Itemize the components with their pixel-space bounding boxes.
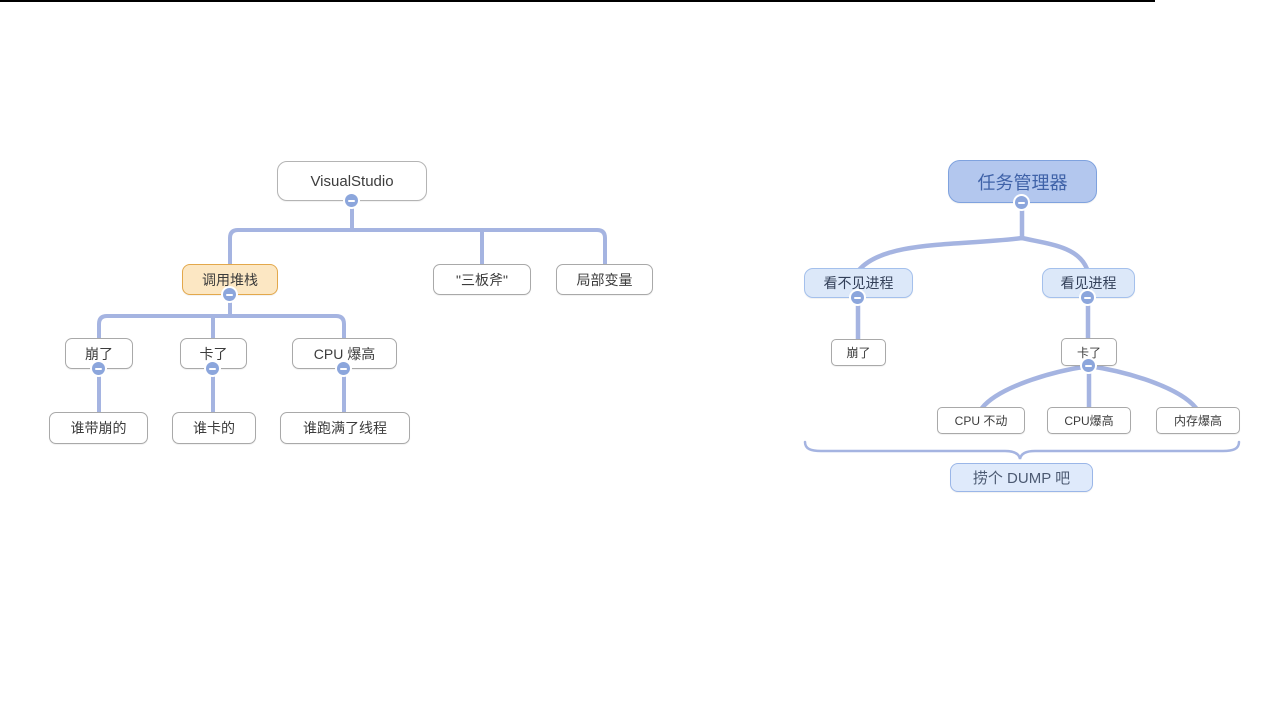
minus-icon: [209, 367, 216, 370]
collapse-button-cpu-high-left[interactable]: [337, 362, 350, 375]
node-mem-spike[interactable]: 内存爆高: [1156, 407, 1240, 434]
connector-stuck-to-mem-spike: [1086, 363, 1199, 411]
collapse-button-visualstudio[interactable]: [345, 194, 358, 207]
node-local-vars[interactable]: 局部变量: [556, 264, 653, 295]
node-cpu-spike[interactable]: CPU爆高: [1047, 407, 1131, 434]
connector-level2-trunk: [97, 314, 346, 342]
collapse-button-task-manager[interactable]: [1015, 196, 1028, 209]
minus-icon: [1018, 201, 1025, 204]
connector-level1-trunk: [228, 228, 607, 268]
node-cpu-high-left[interactable]: CPU 爆高: [292, 338, 397, 369]
minus-icon: [854, 296, 861, 299]
node-three-axes[interactable]: "三板斧": [433, 264, 531, 295]
collapse-button-call-stack[interactable]: [223, 288, 236, 301]
minus-icon: [1084, 296, 1091, 299]
connector-to-invisible-process: [856, 235, 1025, 273]
summary-brace: [803, 440, 1241, 460]
node-who-stuck[interactable]: 谁卡的: [172, 412, 256, 444]
minus-icon: [348, 199, 355, 202]
node-cpu-idle[interactable]: CPU 不动: [937, 407, 1025, 434]
node-who-crashed[interactable]: 谁带崩的: [49, 412, 148, 444]
collapse-button-invisible-process[interactable]: [851, 291, 864, 304]
collapse-button-visible-process[interactable]: [1081, 291, 1094, 304]
window-edge-line: [0, 0, 1155, 2]
node-summary-dump[interactable]: 捞个 DUMP 吧: [950, 463, 1093, 492]
minus-icon: [226, 293, 233, 296]
collapse-button-crashed-left[interactable]: [92, 362, 105, 375]
collapse-button-stuck-right[interactable]: [1082, 359, 1095, 372]
node-crashed-right[interactable]: 崩了: [831, 339, 886, 366]
minus-icon: [1085, 364, 1092, 367]
connector-stuck-to-cpu-idle: [979, 363, 1092, 411]
collapse-button-stuck-left[interactable]: [206, 362, 219, 375]
minus-icon: [95, 367, 102, 370]
node-stuck-left[interactable]: 卡了: [180, 338, 247, 369]
node-who-filled-threads[interactable]: 谁跑满了线程: [280, 412, 410, 444]
minus-icon: [340, 367, 347, 370]
connector-to-visible-process: [1019, 235, 1090, 272]
